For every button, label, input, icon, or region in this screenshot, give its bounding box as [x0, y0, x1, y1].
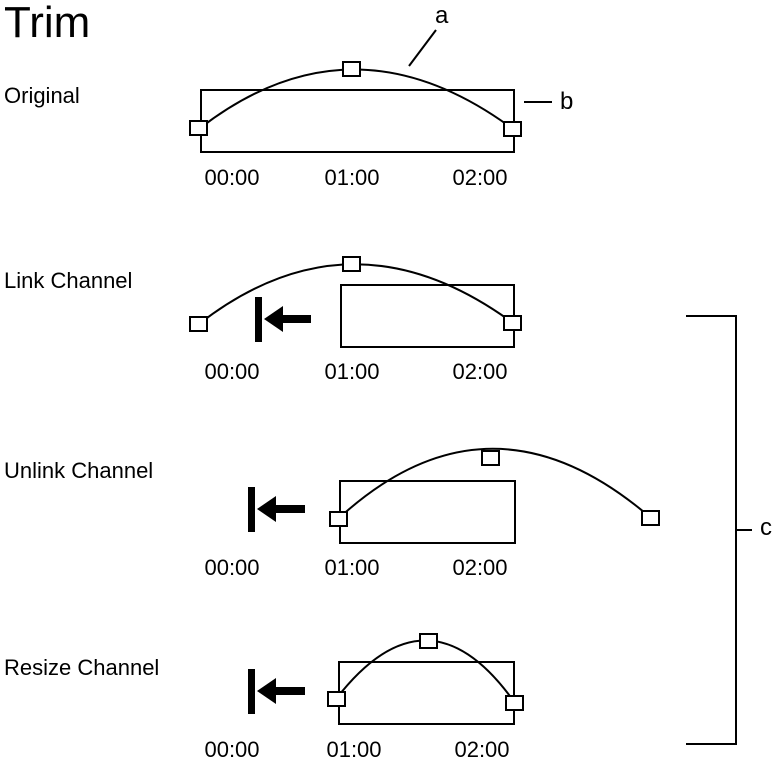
clip-box — [339, 480, 516, 544]
tick-label: 00:00 — [204, 555, 260, 580]
keyframe-handle — [189, 316, 208, 332]
tick-label: 01:00 — [326, 737, 382, 762]
keyframe-handle — [641, 510, 660, 526]
keyframe-curve — [335, 639, 516, 704]
tick-label: 02:00 — [452, 359, 508, 384]
callout-c-bracket — [686, 315, 737, 745]
keyframe-handle — [505, 695, 524, 711]
keyframe-handle — [503, 315, 522, 331]
callout-b-label: b — [560, 88, 574, 115]
tick-label: 02:00 — [454, 737, 510, 762]
keyframe-curve — [198, 263, 514, 325]
tick-label: 01:00 — [324, 165, 380, 190]
keyframe-handle — [503, 121, 522, 137]
tick-label: 01:00 — [324, 555, 380, 580]
callout-a-label: a — [435, 2, 449, 29]
keyframe-handle — [342, 256, 361, 272]
keyframe-handle — [329, 511, 348, 527]
trim-arrow-icon — [248, 669, 305, 714]
tick-label: 00:00 — [204, 359, 260, 384]
page-title: Trim — [4, 0, 91, 47]
tick-label: 02:00 — [452, 555, 508, 580]
row-label-link-channel: Link Channel — [4, 268, 133, 293]
keyframe-curve — [198, 68, 514, 130]
tick-label: 02:00 — [452, 165, 508, 190]
trim-arrow-icon — [248, 487, 305, 532]
tick-label: 00:00 — [204, 165, 260, 190]
tick-label: 01:00 — [324, 359, 380, 384]
keyframe-handle — [481, 450, 500, 466]
row-label-resize-channel: Resize Channel — [4, 655, 160, 680]
keyframe-handle — [327, 691, 346, 707]
callout-c-label: c — [760, 514, 772, 541]
clip-box — [340, 284, 515, 348]
keyframe-handle — [342, 61, 361, 77]
keyframe-handle — [419, 633, 438, 649]
tick-label: 00:00 — [204, 737, 260, 762]
callout-a-leader — [408, 29, 437, 67]
row-label-unlink-channel: Unlink Channel — [4, 458, 154, 483]
keyframe-handle — [189, 120, 208, 136]
row-label-original: Original — [4, 83, 80, 108]
trim-arrow-icon — [255, 297, 311, 342]
keyframe-curve — [337, 447, 652, 520]
